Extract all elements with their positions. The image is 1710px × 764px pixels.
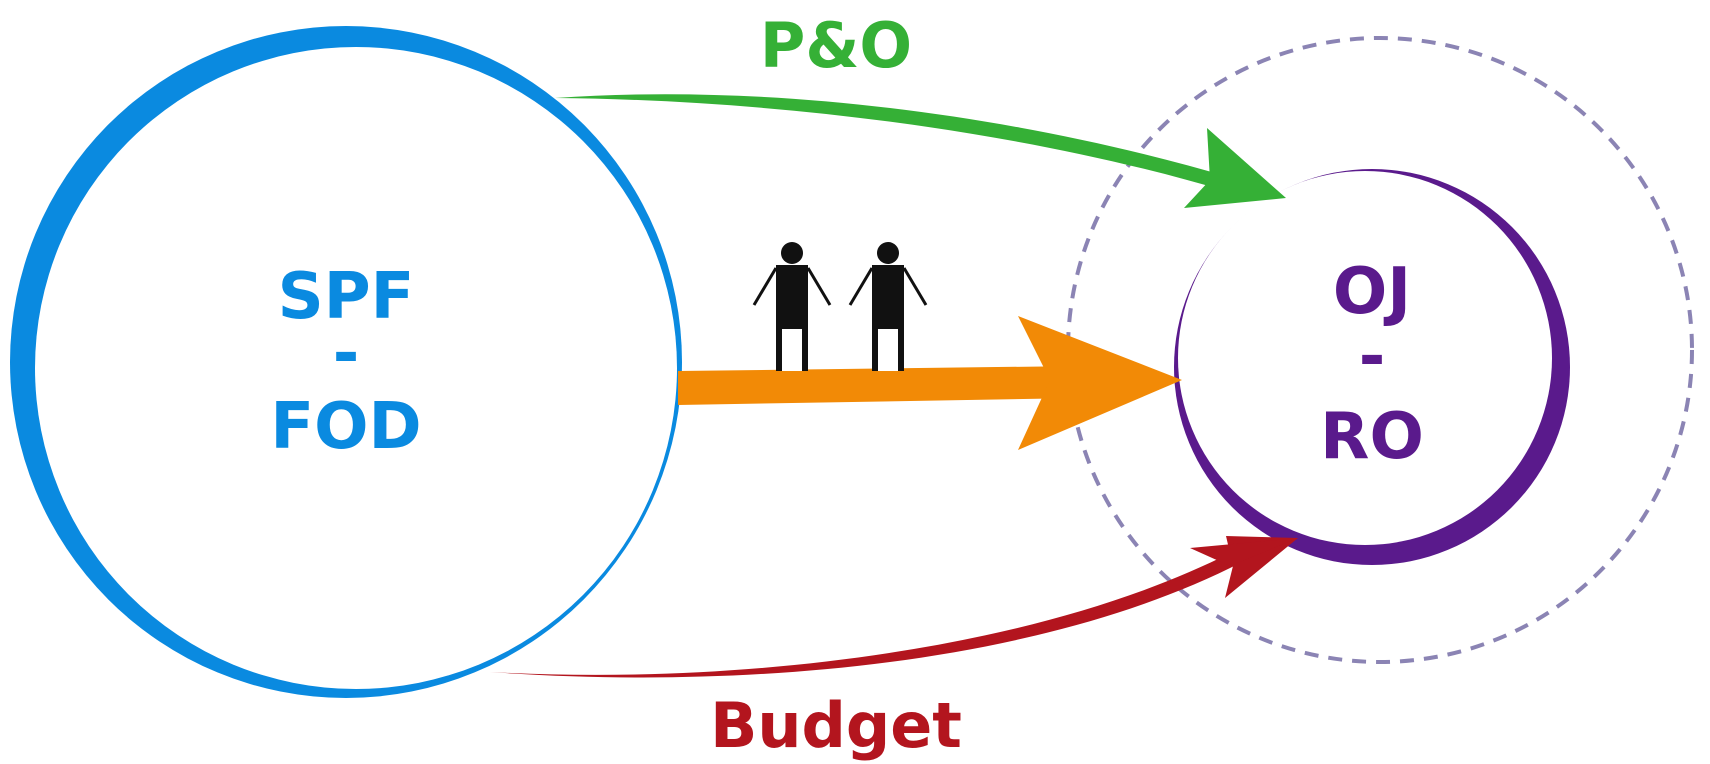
left-node-label-line2: - bbox=[333, 317, 360, 391]
right-node-circle bbox=[1174, 169, 1570, 565]
top-arrow bbox=[555, 94, 1286, 208]
middle-arrow bbox=[678, 316, 1182, 450]
bottom-arrow bbox=[490, 536, 1298, 678]
person-icon bbox=[752, 242, 832, 371]
top-arrow-label: P&O bbox=[760, 9, 912, 82]
right-outer-dashed-circle bbox=[1066, 36, 1694, 664]
right-node-label-line1: OJ bbox=[1333, 255, 1411, 329]
person-icon bbox=[848, 242, 928, 371]
right-node-label-line3: RO bbox=[1320, 400, 1424, 474]
left-node-label-line1: SPF bbox=[278, 260, 415, 334]
bottom-arrow-label: Budget bbox=[710, 689, 962, 762]
right-node-label-line2: - bbox=[1359, 320, 1386, 394]
left-node-circle bbox=[10, 26, 682, 698]
left-node-label-line3: FOD bbox=[270, 390, 421, 464]
